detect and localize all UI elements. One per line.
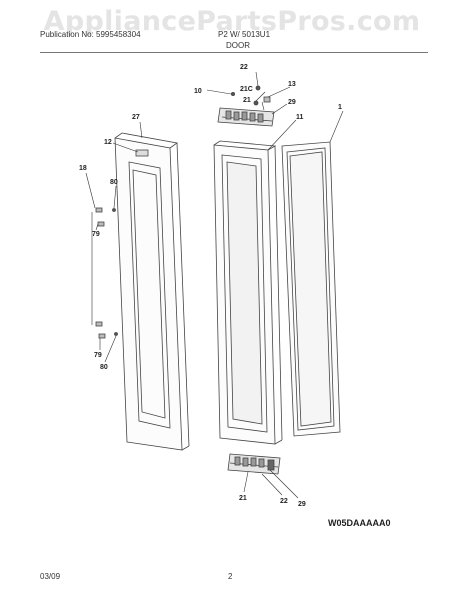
top-end-cap [217,107,275,127]
inner-door-liner [213,140,283,445]
outer-door-panel [114,132,190,451]
callout-1: 1 [338,104,342,111]
callout-21-bottom: 21 [239,495,247,502]
callout-labels: 22 10 13 21C 21 29 27 1 11 12 18 80 79 7… [79,64,342,508]
callout-79-bottom: 79 [94,352,102,359]
callout-10: 10 [194,88,202,95]
model-reference: P2 W/ 5013U1 [218,30,271,39]
callout-80-top: 80 [110,179,118,186]
callout-79-top: 79 [92,231,100,238]
footer-date: 03/09 [40,572,61,581]
callout-13: 13 [288,81,296,88]
leader-lines [85,71,344,499]
callout-12: 12 [104,139,112,146]
callout-21-top: 21 [243,97,251,104]
callout-29-top: 29 [288,99,296,106]
callout-80-bottom: 80 [100,364,108,371]
page-number: 2 [228,572,233,581]
callout-22-top: 22 [240,64,248,71]
publication-number: Publication No: 5995458304 [40,30,141,39]
callout-22-bottom: 22 [280,498,288,505]
callout-11: 11 [296,114,304,121]
section-title: DOOR [226,41,250,50]
door-gasket [281,141,341,437]
header-divider [40,52,428,53]
callout-21c: 21C [240,86,253,93]
bottom-end-cap [227,453,281,475]
diagram-code: W05DAAAAA0 [328,518,391,528]
callout-18: 18 [79,165,87,172]
callout-29-bottom: 29 [298,501,306,508]
watermark: AppliancePartsPros.com [43,6,421,37]
callout-27: 27 [132,114,140,121]
